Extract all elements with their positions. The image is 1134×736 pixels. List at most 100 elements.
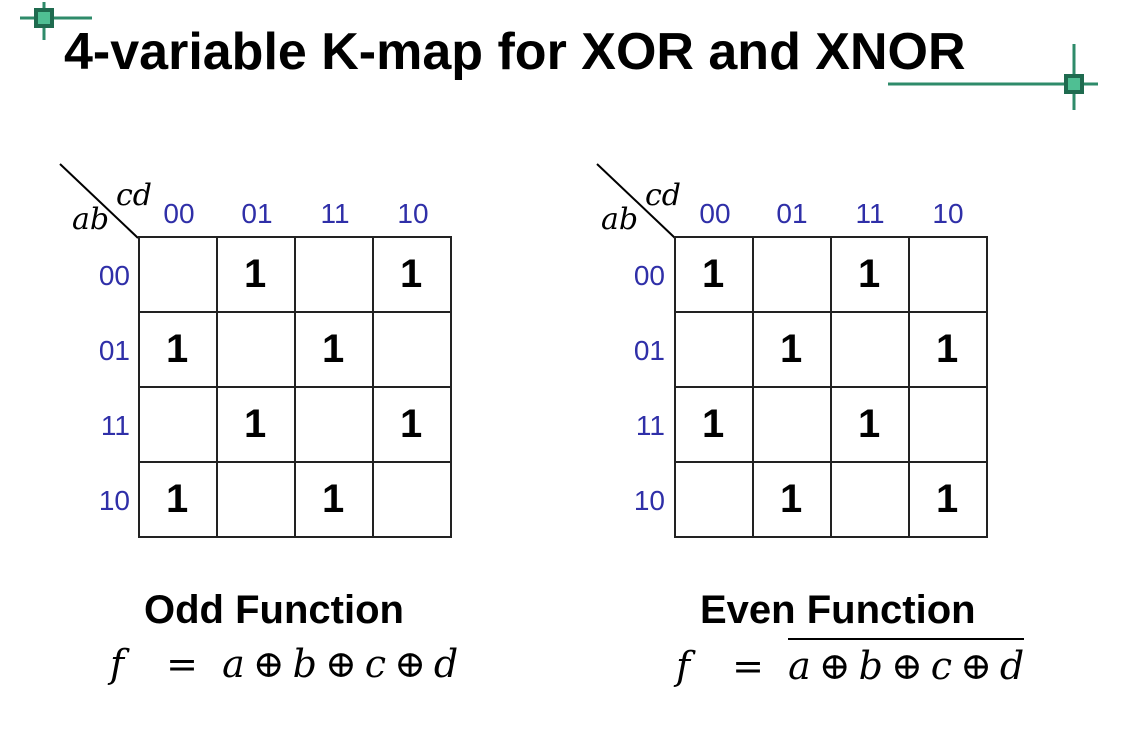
title-underline-accent xyxy=(888,44,1098,110)
formula-equals: = xyxy=(732,644,765,688)
variable-b: b xyxy=(858,644,883,688)
kmap-cell xyxy=(216,311,296,388)
row-label: 00 xyxy=(98,260,130,291)
kmap-cell: 1 xyxy=(372,386,452,463)
cell-value: 1 xyxy=(936,327,959,371)
cell-value: 1 xyxy=(322,327,345,371)
variable-a: a xyxy=(788,644,811,688)
variable-b: b xyxy=(292,642,317,686)
formula-rhs: a⊕b⊕c⊕d xyxy=(222,642,458,686)
row-label: 01 xyxy=(633,335,665,366)
kmap-cell: 1 xyxy=(908,311,988,388)
kmap-cell: 1 xyxy=(294,461,374,538)
row-label: 11 xyxy=(100,410,130,441)
column-variable-label: cd xyxy=(116,178,153,213)
kmap-grid: 1 1 1 1 1 1 1 1 xyxy=(674,236,988,538)
column-variable-label: cd xyxy=(645,178,682,213)
column-label: 11 xyxy=(855,198,885,229)
kmap-cell xyxy=(674,311,754,388)
cell-value: 1 xyxy=(702,402,725,446)
kmap-odd: ab cd 00 01 11 10 00 01 11 10 1 1 1 1 1 … xyxy=(50,160,590,720)
variable-d: d xyxy=(433,642,459,686)
kmap-cell xyxy=(908,236,988,313)
kmap-cell xyxy=(752,386,832,463)
formula-rhs-complemented: a⊕b⊕c⊕d xyxy=(788,638,1025,688)
kmap-cell xyxy=(294,386,374,463)
kmap-cell xyxy=(372,461,452,538)
kmap-cell: 1 xyxy=(908,461,988,538)
kmap-row: 1 1 xyxy=(674,236,988,313)
kmap-cell: 1 xyxy=(752,461,832,538)
slide-title: 4-variable K-map for XOR and XNOR xyxy=(64,23,966,81)
kmap-row: 1 1 xyxy=(674,461,988,538)
variable-c: c xyxy=(364,642,387,686)
kmap-cell: 1 xyxy=(216,386,296,463)
xor-symbol: ⊕ xyxy=(890,644,923,688)
cell-value: 1 xyxy=(780,477,803,521)
column-label: 01 xyxy=(241,198,273,229)
column-label: 00 xyxy=(163,198,195,229)
xor-symbol: ⊕ xyxy=(252,642,285,686)
kmap-even: ab cd 00 01 11 10 00 01 11 10 1 1 1 1 1 … xyxy=(587,160,1127,720)
cell-value: 1 xyxy=(702,252,725,296)
kmap-cell xyxy=(138,236,218,313)
kmap-cell: 1 xyxy=(674,236,754,313)
cell-value: 1 xyxy=(166,477,189,521)
column-label: 11 xyxy=(320,198,350,229)
kmap-cell: 1 xyxy=(138,311,218,388)
variable-a: a xyxy=(222,642,245,686)
kmap-row: 1 1 xyxy=(138,461,452,538)
variable-d: d xyxy=(999,644,1025,688)
kmap-cell: 1 xyxy=(216,236,296,313)
column-label: 10 xyxy=(397,198,429,229)
row-label: 10 xyxy=(633,485,665,516)
xor-symbol: ⊕ xyxy=(960,644,992,688)
corner-diagonal xyxy=(596,163,676,239)
kmap-row: 1 1 xyxy=(138,236,452,313)
cell-value: 1 xyxy=(322,477,345,521)
formula-even: f = a⊕b⊕c⊕d xyxy=(676,638,1025,688)
cell-value: 1 xyxy=(244,252,267,296)
kmap-cell xyxy=(138,386,218,463)
formula-lhs: f xyxy=(676,644,691,688)
cell-value: 1 xyxy=(936,477,959,521)
column-label: 10 xyxy=(932,198,964,229)
variable-c: c xyxy=(930,644,953,688)
kmap-grid: 1 1 1 1 1 1 1 1 xyxy=(138,236,452,538)
xor-symbol: ⊕ xyxy=(394,642,426,686)
column-label: 01 xyxy=(776,198,808,229)
cell-value: 1 xyxy=(858,402,881,446)
kmap-cell: 1 xyxy=(674,386,754,463)
kmap-cell: 1 xyxy=(372,236,452,313)
kmap-cell xyxy=(294,236,374,313)
kmap-cell xyxy=(752,236,832,313)
row-variable-label: ab xyxy=(72,202,110,237)
kmap-cell: 1 xyxy=(752,311,832,388)
formula-equals: = xyxy=(166,642,199,686)
row-label: 01 xyxy=(98,335,130,366)
kmap-cell: 1 xyxy=(830,386,910,463)
kmap-cell xyxy=(830,311,910,388)
function-name-even: Even Function xyxy=(700,588,976,632)
formula-odd: f = a⊕b⊕c⊕d xyxy=(110,642,458,686)
cell-value: 1 xyxy=(400,252,423,296)
kmap-cell xyxy=(674,461,754,538)
kmap-cell: 1 xyxy=(138,461,218,538)
row-label: 10 xyxy=(98,485,130,516)
cell-value: 1 xyxy=(244,402,267,446)
kmap-cell xyxy=(908,386,988,463)
row-variable-label: ab xyxy=(601,202,639,237)
kmap-cell xyxy=(216,461,296,538)
kmap-cell xyxy=(830,461,910,538)
xor-symbol: ⊕ xyxy=(324,642,357,686)
corner-diagonal xyxy=(59,163,139,239)
cell-value: 1 xyxy=(858,252,881,296)
cell-value: 1 xyxy=(780,327,803,371)
row-label: 00 xyxy=(633,260,665,291)
row-label: 11 xyxy=(635,410,665,441)
cell-value: 1 xyxy=(166,327,189,371)
kmap-row: 1 1 xyxy=(138,386,452,463)
kmap-row: 1 1 xyxy=(674,311,988,388)
cell-value: 1 xyxy=(400,402,423,446)
